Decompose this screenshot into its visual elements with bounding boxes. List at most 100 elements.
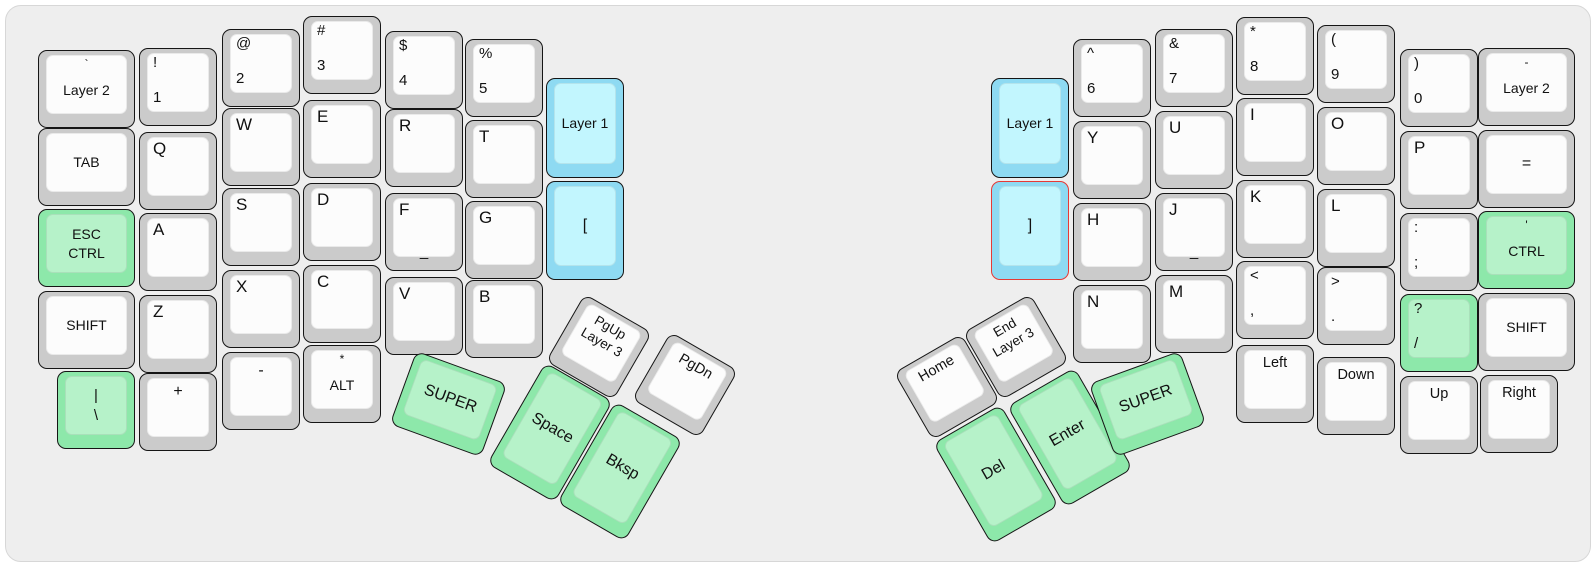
key-exclam-1-top: !1	[147, 53, 209, 112]
key-colon-semicolon[interactable]: :;	[1400, 213, 1478, 291]
key-question-slash[interactable]: ?/	[1400, 294, 1478, 372]
key-minus-left[interactable]: -	[222, 352, 300, 430]
key-layer1-right-label-0: Layer 1	[1006, 115, 1054, 132]
key-star-8-label-1: 8	[1250, 58, 1259, 75]
key-star-8-label-0: *	[1250, 23, 1256, 40]
key-u-label-0: U	[1169, 118, 1182, 137]
key-v-top: V	[393, 282, 455, 341]
key-lt-comma[interactable]: <,	[1236, 261, 1314, 339]
key-shift-left[interactable]: SHIFT	[38, 291, 135, 369]
key-left-bracket-top: [	[554, 186, 616, 266]
key-gt-period[interactable]: >.	[1317, 267, 1395, 345]
key-h[interactable]: H	[1073, 203, 1151, 281]
key-o[interactable]: O	[1317, 107, 1395, 185]
key-rparen-0[interactable]: )0	[1400, 49, 1478, 127]
key-m[interactable]: M	[1155, 275, 1233, 353]
key-h-top: H	[1081, 208, 1143, 267]
key-arrow-up[interactable]: Up	[1400, 376, 1478, 454]
key-dollar-4[interactable]: $4	[385, 31, 463, 109]
key-v[interactable]: V	[385, 277, 463, 355]
key-dollar-4-label-1: 4	[399, 72, 408, 89]
key-caret-6-label-0: ^	[1087, 45, 1095, 62]
key-at-2-label-1: 2	[236, 70, 245, 87]
key-colon-semicolon-top: :;	[1408, 218, 1470, 277]
key-star-8-top: *8	[1244, 22, 1306, 81]
key-i[interactable]: I	[1236, 98, 1314, 176]
key-shift-right[interactable]: SHIFT	[1478, 293, 1575, 371]
key-p[interactable]: P	[1400, 131, 1478, 209]
key-tab[interactable]: TAB	[38, 128, 135, 206]
key-j[interactable]: J_	[1155, 193, 1233, 271]
key-arrow-right[interactable]: Right	[1480, 375, 1558, 453]
key-n[interactable]: N	[1073, 285, 1151, 363]
key-u-top: U	[1163, 116, 1225, 175]
key-d-top: D	[311, 188, 373, 247]
key-question-slash-top: ?/	[1408, 299, 1470, 358]
key-f[interactable]: F_	[385, 193, 463, 271]
key-percent-5-label-1: 5	[479, 80, 488, 97]
key-b[interactable]: B	[465, 280, 543, 358]
key-minus-layer2[interactable]: -Layer 2	[1478, 48, 1575, 126]
key-hash-3[interactable]: #3	[303, 16, 381, 94]
key-star-8[interactable]: *8	[1236, 17, 1314, 95]
key-layer1-right[interactable]: Layer 1	[991, 78, 1069, 178]
key-amp-7[interactable]: &7	[1155, 29, 1233, 107]
key-lparen-9[interactable]: (9	[1317, 25, 1395, 103]
key-pgdn-top: PgDn	[645, 340, 729, 423]
key-c-label-0: C	[317, 272, 330, 291]
key-arrow-down[interactable]: Down	[1317, 357, 1395, 435]
key-super-left[interactable]: SUPER	[389, 350, 508, 458]
key-t[interactable]: T	[465, 120, 543, 198]
key-z[interactable]: Z	[139, 295, 217, 373]
key-right-bracket-label-0: ]	[1027, 216, 1033, 234]
key-d[interactable]: D	[303, 183, 381, 261]
key-k[interactable]: K	[1236, 180, 1314, 258]
key-l[interactable]: L	[1317, 189, 1395, 267]
key-caret-6[interactable]: ^6	[1073, 39, 1151, 117]
key-question-slash-label-0: ?	[1414, 300, 1423, 317]
key-g[interactable]: G	[465, 201, 543, 279]
key-r[interactable]: R	[385, 109, 463, 187]
key-e-top: E	[311, 105, 373, 164]
key-equals[interactable]: =	[1478, 130, 1575, 208]
key-e[interactable]: E	[303, 100, 381, 178]
key-o-label-0: O	[1331, 114, 1345, 133]
key-star-alt[interactable]: *ALT	[303, 345, 381, 423]
key-a-label-0: A	[153, 220, 165, 239]
key-exclam-1[interactable]: !1	[139, 48, 217, 126]
key-g-top: G	[473, 206, 535, 265]
key-minus-left-top: -	[230, 357, 292, 416]
key-plus[interactable]: +	[139, 373, 217, 451]
key-x[interactable]: X	[222, 270, 300, 348]
key-b-top: B	[473, 285, 535, 344]
key-y[interactable]: Y	[1073, 121, 1151, 199]
key-s-top: S	[230, 193, 292, 252]
key-w-top: W	[230, 113, 292, 172]
key-percent-5[interactable]: %5	[465, 39, 543, 117]
key-del-label-0: Del	[978, 456, 1008, 484]
key-right-bracket[interactable]: ]	[991, 181, 1069, 280]
key-pipe-backslash-label-0: |	[94, 387, 98, 404]
key-c[interactable]: C	[303, 265, 381, 343]
key-w[interactable]: W	[222, 108, 300, 186]
key-home-top: Home	[903, 342, 987, 425]
key-at-2[interactable]: @2	[222, 29, 300, 107]
key-quote-ctrl-label-1: CTRL	[1508, 242, 1545, 259]
key-quote-ctrl[interactable]: 'CTRL	[1478, 211, 1575, 289]
key-arrow-up-top: Up	[1408, 381, 1470, 440]
key-layer1-left[interactable]: Layer 1	[546, 78, 624, 178]
key-grave-layer2[interactable]: `Layer 2	[38, 50, 135, 128]
key-enter-label-0: Enter	[1046, 415, 1089, 450]
key-pipe-backslash[interactable]: |\	[57, 371, 135, 449]
key-plus-top: +	[147, 378, 209, 437]
key-q-top: Q	[147, 137, 209, 196]
key-q[interactable]: Q	[139, 132, 217, 210]
key-amp-7-label-0: &	[1169, 35, 1180, 52]
key-a[interactable]: A	[139, 213, 217, 291]
key-arrow-left[interactable]: Left	[1236, 345, 1314, 423]
key-u[interactable]: U	[1155, 111, 1233, 189]
key-s[interactable]: S	[222, 188, 300, 266]
key-left-bracket[interactable]: [	[546, 181, 624, 280]
